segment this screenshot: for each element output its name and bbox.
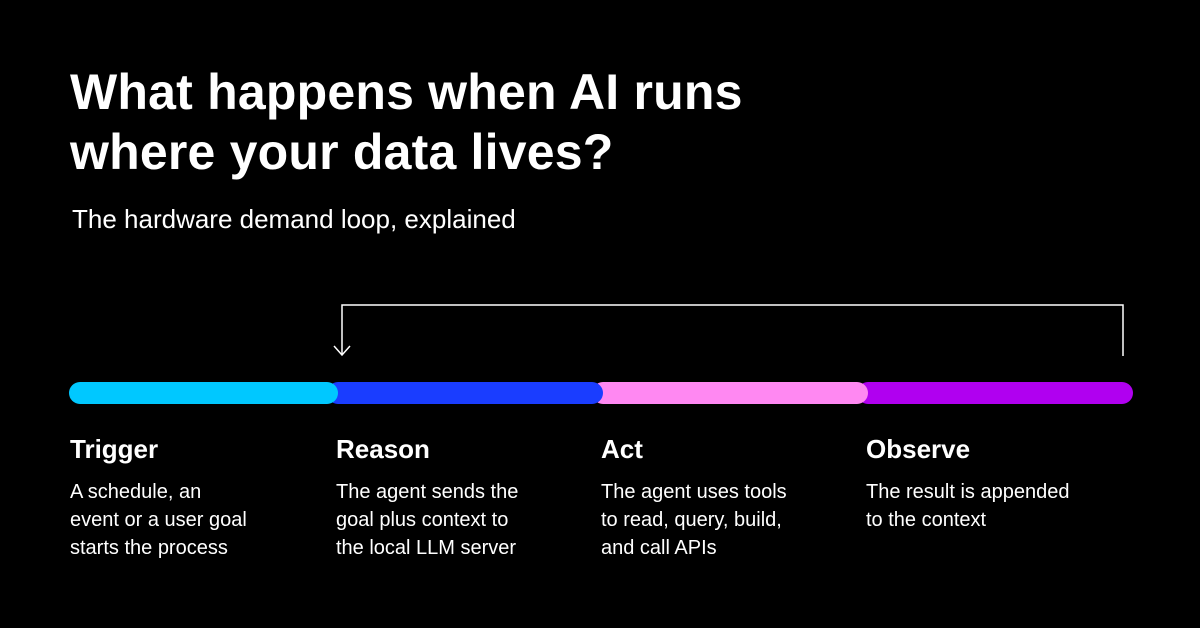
step-act-description: The agent uses tools to read, query, bui… <box>601 481 787 559</box>
step-trigger-label: Trigger <box>70 434 159 464</box>
step-act: Act The agent uses tools to read, query,… <box>601 432 841 562</box>
step-observe-label: Observe <box>866 434 971 464</box>
step-act-label: Act <box>601 434 643 464</box>
title-line-1: What happens when AI runs <box>70 64 743 120</box>
arrow-down-icon <box>333 345 351 357</box>
step-reason-label: Reason <box>336 434 430 464</box>
step-reason: Reason The agent sends the goal plus con… <box>336 432 576 562</box>
feedback-loop-line <box>341 304 1124 356</box>
step-trigger: Trigger A schedule, an event or a user g… <box>70 432 310 562</box>
step-observe: Observe The result is appended to the co… <box>866 432 1106 534</box>
page-subtitle: The hardware demand loop, explained <box>72 204 516 234</box>
step-reason-description: The agent sends the goal plus context to… <box>336 481 519 559</box>
page-title: What happens when AI runs where your dat… <box>70 62 1070 182</box>
step-trigger-description: A schedule, an event or a user goal star… <box>70 481 247 559</box>
title-line-2: where your data lives? <box>70 124 614 180</box>
step-observe-description: The result is appended to the context <box>866 481 1070 531</box>
